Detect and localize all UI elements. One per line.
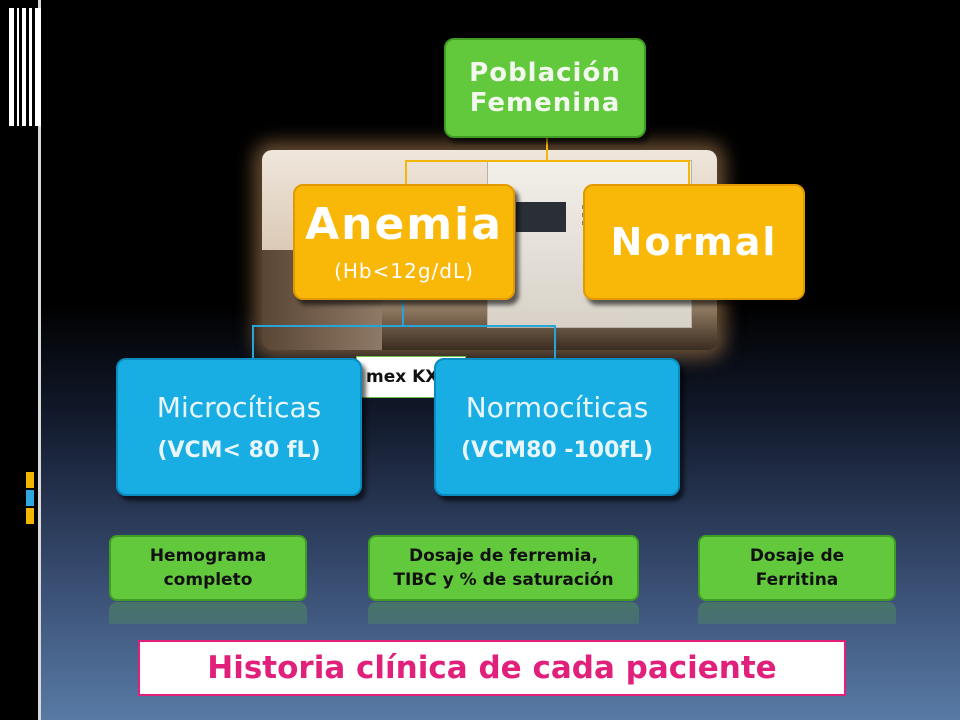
node-root-line1: Población	[469, 58, 621, 88]
reflection-2	[368, 602, 639, 624]
connector-root	[546, 138, 548, 160]
node-anemia: Anemia (Hb<12g/dL)	[293, 184, 515, 300]
connector-normo	[554, 325, 556, 359]
node-normal-title: Normal	[610, 220, 778, 264]
footer-title: Historia clínica de cada paciente	[207, 650, 777, 686]
reflection-1	[109, 602, 307, 624]
test-hemograma-line1: Hemograma	[149, 546, 267, 566]
deco-square-1	[26, 472, 34, 488]
reflection-3	[698, 602, 896, 624]
node-anemia-title: Anemia	[305, 199, 503, 250]
node-normo-subtitle: (VCM80 -100fL)	[460, 437, 654, 463]
footer-banner: Historia clínica de cada paciente	[138, 640, 846, 696]
test-ferritina-line2: Ferritina	[755, 570, 839, 590]
decorative-stripes	[9, 8, 41, 126]
connector-micro	[252, 325, 254, 359]
hidden-label: mex KX	[366, 367, 439, 387]
rail-divider	[38, 0, 41, 720]
node-micro-title: Microcíticas	[156, 390, 322, 424]
test-ferritina-line1: Dosaje de	[749, 546, 845, 566]
node-micro-subtitle: (VCM< 80 fL)	[157, 437, 321, 463]
test-ferremia-line2: TIBC y % de saturación	[393, 570, 614, 590]
test-ferremia: Dosaje de ferremia, TIBC y % de saturaci…	[368, 535, 639, 601]
test-ferremia-line1: Dosaje de ferremia,	[409, 546, 598, 566]
deco-square-2	[26, 490, 34, 506]
test-hemograma-line2: completo	[163, 570, 253, 590]
connector-level3	[252, 325, 556, 327]
deco-square-3	[26, 508, 34, 524]
node-root-line2: Femenina	[469, 88, 621, 118]
node-anemia-subtitle: (Hb<12g/dL)	[334, 259, 474, 283]
node-poblacion-femenina: Población Femenina	[444, 38, 646, 138]
node-normociticas: Normocíticas (VCM80 -100fL)	[434, 358, 680, 496]
node-normo-title: Normocíticas	[465, 390, 649, 424]
connector-level2	[405, 160, 690, 162]
connector-anemia-down	[402, 300, 404, 326]
connector-anemia	[405, 160, 407, 186]
test-hemograma: Hemograma completo	[109, 535, 307, 601]
test-ferritina: Dosaje de Ferritina	[698, 535, 896, 601]
node-normal: Normal	[583, 184, 805, 300]
node-microciticas: Microcíticas (VCM< 80 fL)	[116, 358, 362, 496]
connector-normal	[688, 160, 690, 186]
